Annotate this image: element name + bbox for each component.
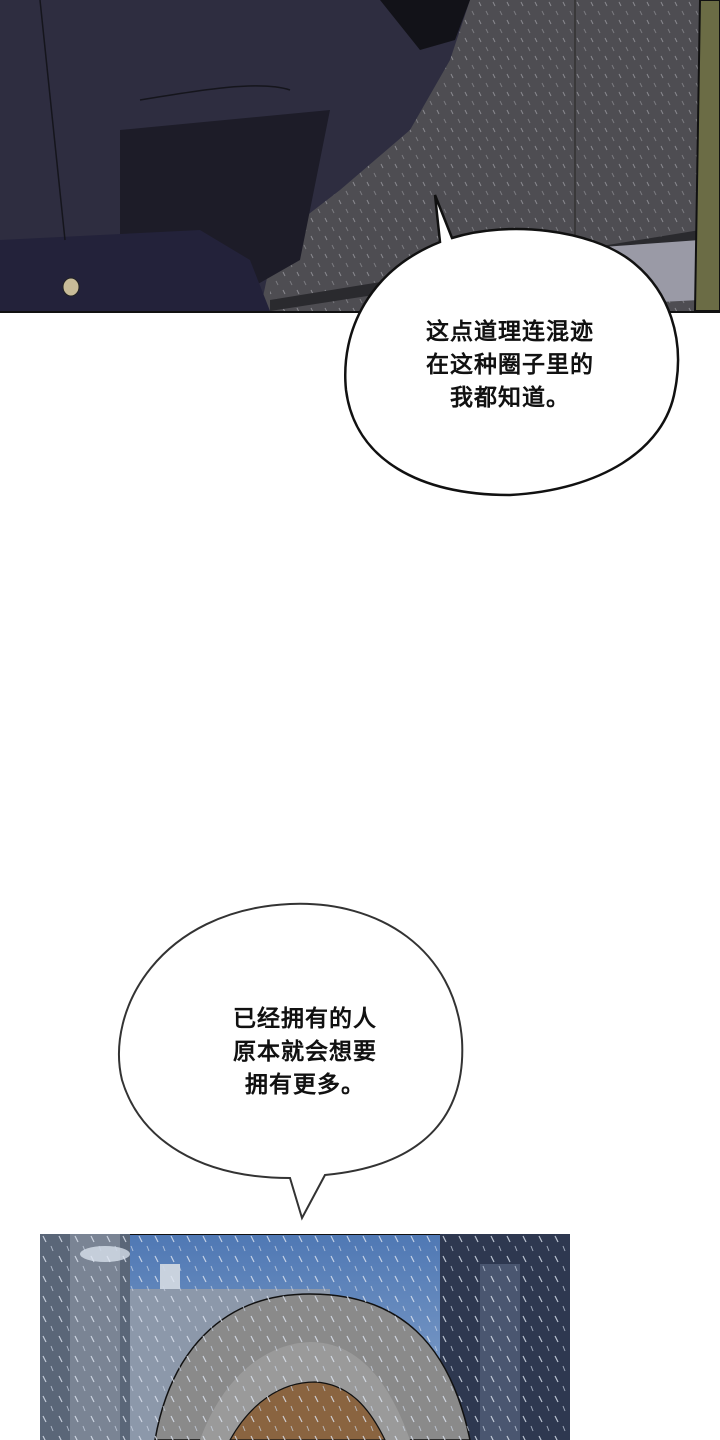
speech-bubble-1 [344,194,680,497]
speech-bubble-2-text: 已经拥有的人 原本就会想要 拥有更多。 [233,1006,377,1098]
panel-bottom-illustration [40,1234,570,1440]
speech-bubble-2 [118,902,464,1221]
speech-bubble-1-text: 这点道理连混迹 在这种圈子里的 我都知道。 [426,319,594,411]
comic-panel-bottom [40,1234,570,1440]
